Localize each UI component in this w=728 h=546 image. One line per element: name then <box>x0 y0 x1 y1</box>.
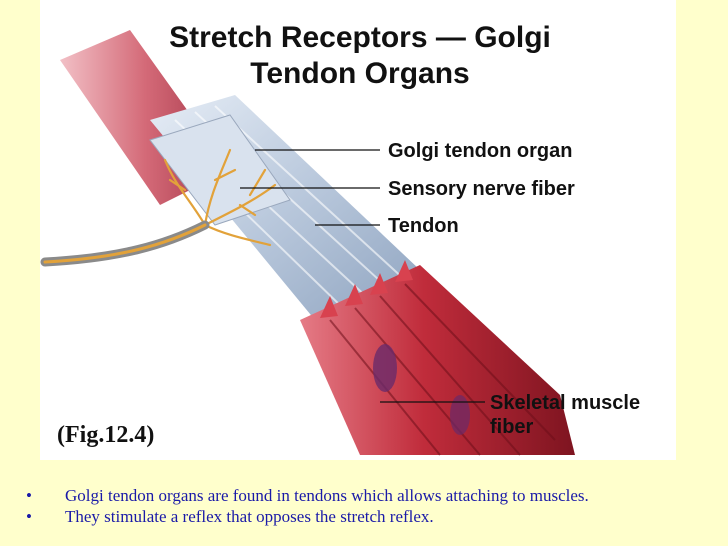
label-skeletal-muscle-line1: Skeletal muscle <box>490 392 641 414</box>
bullet-dot-icon: • <box>26 507 32 526</box>
figure-reference: (Fig.12.4) <box>57 422 155 448</box>
title-line-2: Tendon Organs <box>250 57 470 90</box>
bullet-dot-icon: • <box>26 486 32 505</box>
title-line-1: Stretch Receptors — Golgi <box>169 21 551 54</box>
label-skeletal-muscle-line2: fiber <box>490 416 534 438</box>
nerve-branches <box>163 148 277 247</box>
muscle-nucleus <box>450 395 470 435</box>
label-golgi-tendon-organ: Golgi tendon organ <box>388 140 573 162</box>
sensory-nerve-fiber <box>40 220 210 267</box>
label-sensory-nerve-fiber: Sensory nerve fiber <box>388 178 575 200</box>
bullet-item: • Golgi tendon organs are found in tendo… <box>22 486 712 506</box>
bullet-text: Golgi tendon organs are found in tendons… <box>65 486 589 505</box>
label-tendon: Tendon <box>388 215 459 237</box>
bullet-text: They stimulate a reflex that opposes the… <box>65 507 434 526</box>
slide-title: Stretch Receptors — Golgi Tendon Organs <box>70 20 650 92</box>
bullet-list: • Golgi tendon organs are found in tendo… <box>22 486 712 528</box>
bullet-item: • They stimulate a reflex that opposes t… <box>22 507 712 527</box>
muscle-nucleus <box>373 344 397 392</box>
